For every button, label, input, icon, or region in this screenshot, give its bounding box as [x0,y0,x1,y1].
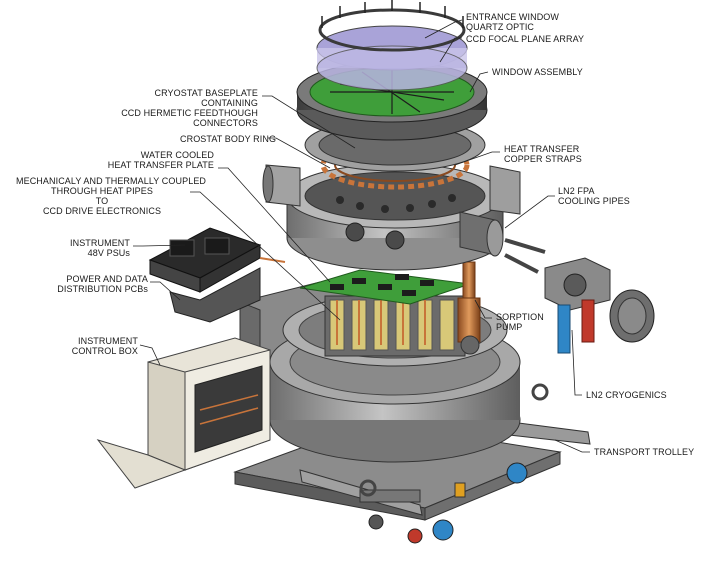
leader-sorption [474,299,492,319]
label-line: MECHANICALY AND THERMALLY COUPLED [16,176,207,186]
label-entrance-window: ENTRANCE WINDOW QUARTZ OPTIC [466,12,559,32]
label-window-assembly: WINDOW ASSEMBLY [492,67,583,77]
label-line: CCD DRIVE ELECTRONICS [42,206,162,216]
leader-psus [133,244,186,247]
label-line: THROUGH HEAT PIPES [51,186,153,196]
ln2-fpa-port [459,211,546,274]
control-box-door [96,439,187,489]
label-sorption-pump: SORPTION PUMP [496,312,544,332]
label-line: COOLING PIPES [558,196,630,206]
side-port-right [489,165,521,215]
entrance-window [316,0,468,91]
leader-ccd-focal [439,37,462,63]
label-line: CONTROL BOX [71,346,138,356]
label-line: CONTAINING [201,98,258,108]
ccd-drive-electronics [299,269,471,357]
label-transport-trolley: TRANSPORT TROLLEY [594,447,694,457]
leader-entrance-window [424,19,463,39]
label-line: POWER AND DATA [66,274,148,284]
leader-mechanically [190,191,341,321]
leader-ln2-fpa [504,195,555,229]
caster-wheel [432,519,454,541]
leader-ln2-cryogenics [571,329,582,396]
label-line: TRANSPORT TROLLEY [594,447,695,457]
label-line: CCD FOCAL PLANE ARRAY [466,34,585,44]
caster-wheel [368,514,384,530]
ln2-cryogenics [544,257,655,354]
leader-water-cooled [218,167,331,283]
label-line: DISTRIBUTION PCBs [57,284,148,294]
leader-baseplate [262,95,356,149]
instrument-psus [148,227,286,323]
label-line: LN2 CRYOGENICS [586,390,667,400]
label-line: SORPTION [496,312,544,322]
label-line: PUMP [496,322,523,332]
leader-window-assembly [469,71,489,93]
label-line: INSTRUMENT [78,336,138,346]
label-cryostat-baseplate: CRYOSTAT BASEPLATE CONTAINING CCD HERMET… [96,88,258,128]
leader-trolley [554,439,590,453]
label-line: CROSTAT BODY RING [180,134,277,144]
label-instrument-psus: INSTRUMENT 48V PSUs [62,238,130,258]
leader-lines [133,19,590,453]
label-mechanically-coupled: MECHANICALY AND THERMALLY COUPLED THROUG… [16,176,207,216]
label-instrument-control-box: INSTRUMENT CONTROL BOX [60,336,138,356]
label-power-data-pcbs: POWER AND DATA DISTRIBUTION PCBs [44,274,148,294]
label-line: INSTRUMENT [70,238,130,248]
label-line: HEAT TRANSFER [504,144,580,154]
label-line: LN2 FPA [558,186,595,196]
label-line: TO [95,196,109,206]
label-line: CCD HERMETIC FEEDTHOUGH [121,108,258,118]
feedthrough-connector [385,230,405,250]
label-line: COPPER STRAPS [504,154,582,164]
instrument-control-box [96,337,271,489]
label-heat-transfer-straps: HEAT TRANSFER COPPER STRAPS [504,144,582,164]
label-line: CRYOSTAT BASEPLATE [154,88,258,98]
trolley-foot [454,482,466,498]
label-line: WATER COOLED [140,150,214,160]
label-line: CONNECTORS [193,118,258,128]
leader-control-box [139,344,161,366]
caster-wheel [506,462,528,484]
label-line: 48V PSUs [87,248,130,258]
label-ccd-focal-plane: CCD FOCAL PLANE ARRAY [466,34,584,44]
label-line: QUARTZ OPTIC [466,22,535,32]
label-ln2-cryogenics: LN2 CRYOGENICS [586,390,667,400]
caster-wheel [407,528,423,544]
feedthrough-connector [345,222,365,242]
label-water-cooled: WATER COOLED HEAT TRANSFER PLATE [82,150,214,170]
leader-body-ring [268,137,331,169]
label-line: WINDOW ASSEMBLY [492,67,583,77]
leader-copper-straps [454,151,500,166]
lifting-eye [359,479,377,497]
leader-pcbs [150,281,181,301]
lifting-eye [531,383,549,401]
sorption-pump [457,261,481,355]
label-crostat-body-ring: CROSTAT BODY RING [180,134,276,144]
label-line: ENTRANCE WINDOW [466,12,559,22]
label-line: HEAT TRANSFER PLATE [107,160,214,170]
label-ln2-fpa-pipes: LN2 FPA COOLING PIPES [558,186,630,206]
